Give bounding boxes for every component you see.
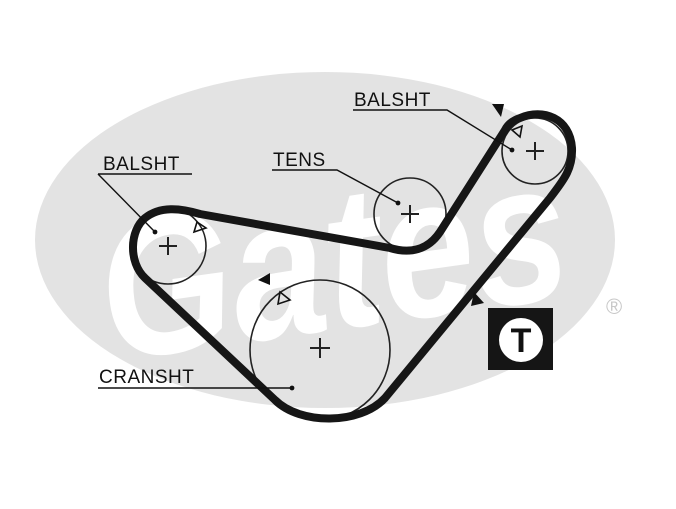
dot-balsht-top — [509, 147, 515, 153]
t-badge-circle — [499, 318, 543, 362]
cross-cranksht — [310, 338, 330, 358]
leader-lines — [97, 109, 513, 389]
label-balsht-top: BALSHT — [354, 90, 431, 111]
t-badge-text: T — [511, 322, 532, 360]
arrow-top — [492, 104, 504, 117]
marker-left — [192, 220, 208, 234]
timing-belt — [129, 110, 577, 423]
leader-dots — [152, 147, 515, 391]
dot-balsht-left — [152, 229, 158, 235]
marker-top — [510, 124, 524, 139]
arrow-rotation — [471, 292, 484, 306]
arrow-crank — [258, 273, 270, 285]
label-cranksht: CRANSHT — [99, 367, 194, 388]
leader-balsht-top — [353, 109, 513, 151]
leader-balsht-left — [97, 173, 192, 233]
t-badge: T — [488, 308, 553, 370]
cross-tens — [401, 205, 419, 223]
label-tens: TENS — [273, 150, 326, 171]
cross-balsht-left — [159, 237, 177, 255]
leader-tens — [272, 169, 399, 204]
dot-cranksht — [289, 385, 295, 391]
center-marks — [159, 142, 544, 358]
registered-mark: ® — [606, 294, 622, 319]
marker-crank — [276, 290, 292, 306]
cross-balsht-top — [526, 142, 544, 160]
dot-tens — [395, 200, 401, 206]
label-balsht-left: BALSHT — [103, 154, 180, 175]
timing-marks — [192, 104, 524, 306]
